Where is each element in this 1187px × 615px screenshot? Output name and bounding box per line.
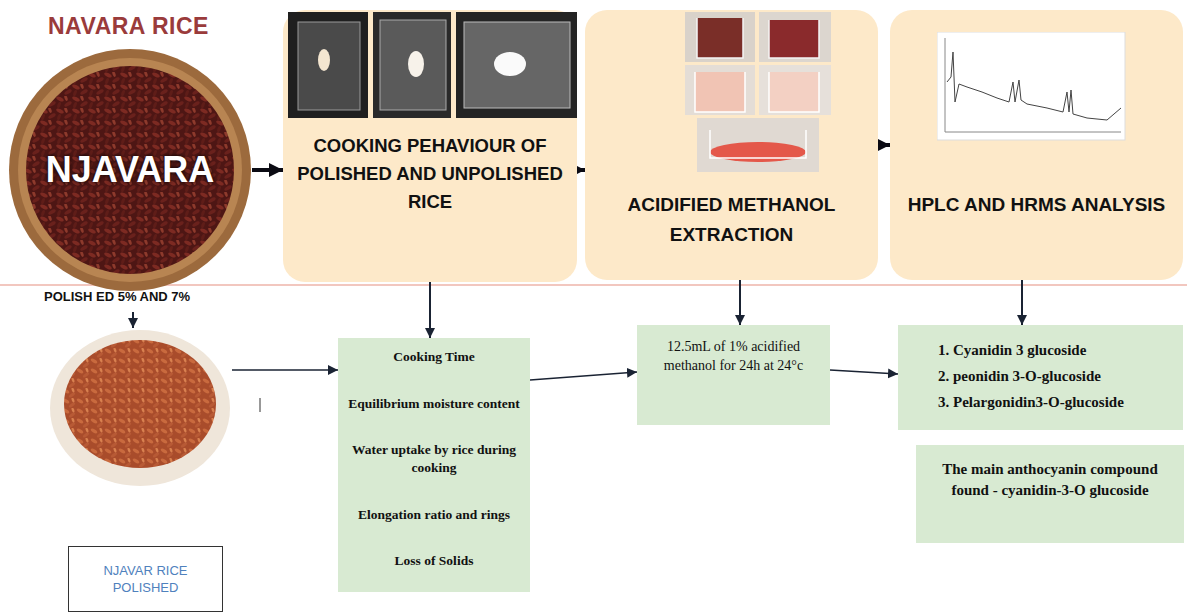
photo-label: NJAVARA xyxy=(46,149,215,191)
condition-box: 12.5mL of 1% acidified methanol for 24h … xyxy=(637,325,830,425)
stray-mark xyxy=(260,398,261,412)
parameter-item: Elongation ratio and rings xyxy=(346,506,522,524)
step-title: COOKING PEHAVIOUR OF POLISHED AND UNPOLI… xyxy=(291,132,569,216)
polished-rice-group: NJAVAR RICE POLISHED xyxy=(48,328,232,612)
divider-line xyxy=(0,284,1187,286)
conclusion-text: The main anthocyanin compound found - cy… xyxy=(928,459,1172,501)
condition-text: 12.5mL of 1% acidified methanol for 24h … xyxy=(655,337,812,375)
step-panel: ACIDIFIED METHANOL EXTRACTION xyxy=(585,10,878,280)
parameter-item: Loss of Solids xyxy=(346,552,522,570)
step-panel: COOKING PEHAVIOUR OF POLISHED AND UNPOLI… xyxy=(283,10,577,282)
chromatogram xyxy=(937,32,1127,142)
flow-arrow xyxy=(232,369,338,371)
extraction-photos xyxy=(685,12,831,172)
step-title: ACIDIFIED METHANOL EXTRACTION xyxy=(593,190,870,250)
flow-arrow xyxy=(252,168,283,172)
step-title: HPLC AND HRMS ANALYSIS xyxy=(898,186,1175,224)
flow-arrow xyxy=(830,370,898,374)
compound-item: 2. peonidin 3-O-glucoside xyxy=(938,363,1175,389)
note-label: POLISH ED 5% AND 7% xyxy=(44,289,190,304)
cooking-photos xyxy=(288,12,578,120)
flow-arrow xyxy=(530,372,637,380)
result-box: 1. Cyanidin 3 glucoside2. peonidin 3-O-g… xyxy=(898,325,1183,430)
flow-arrow xyxy=(739,280,741,325)
compound-item: 1. Cyanidin 3 glucoside xyxy=(938,337,1175,363)
flow-arrow xyxy=(878,143,890,147)
rice-photo-circle: NJAVARA xyxy=(8,48,252,292)
step-panel: HPLC AND HRMS ANALYSIS xyxy=(890,10,1183,280)
compound-item: 3. Pelargonidin3-O-glucoside xyxy=(938,389,1175,415)
flow-arrow xyxy=(429,282,431,338)
parameter-item: Water uptake by rice during cooking xyxy=(346,441,522,477)
photo-caption-box: NJAVAR RICE POLISHED xyxy=(68,546,223,612)
polished-rice-bowl xyxy=(48,328,232,488)
parameter-item: Equilibrium moisture content xyxy=(346,395,522,413)
parameter-box: Cooking TimeEquilibrium moisture content… xyxy=(338,338,530,592)
down-arrow xyxy=(132,312,134,328)
diagram-title: NAVARA RICE xyxy=(48,13,209,40)
conclusion-box: The main anthocyanin compound found - cy… xyxy=(916,445,1184,543)
flow-arrow xyxy=(1021,280,1023,325)
flow-arrow xyxy=(577,168,585,172)
parameter-item: Cooking Time xyxy=(346,348,522,366)
